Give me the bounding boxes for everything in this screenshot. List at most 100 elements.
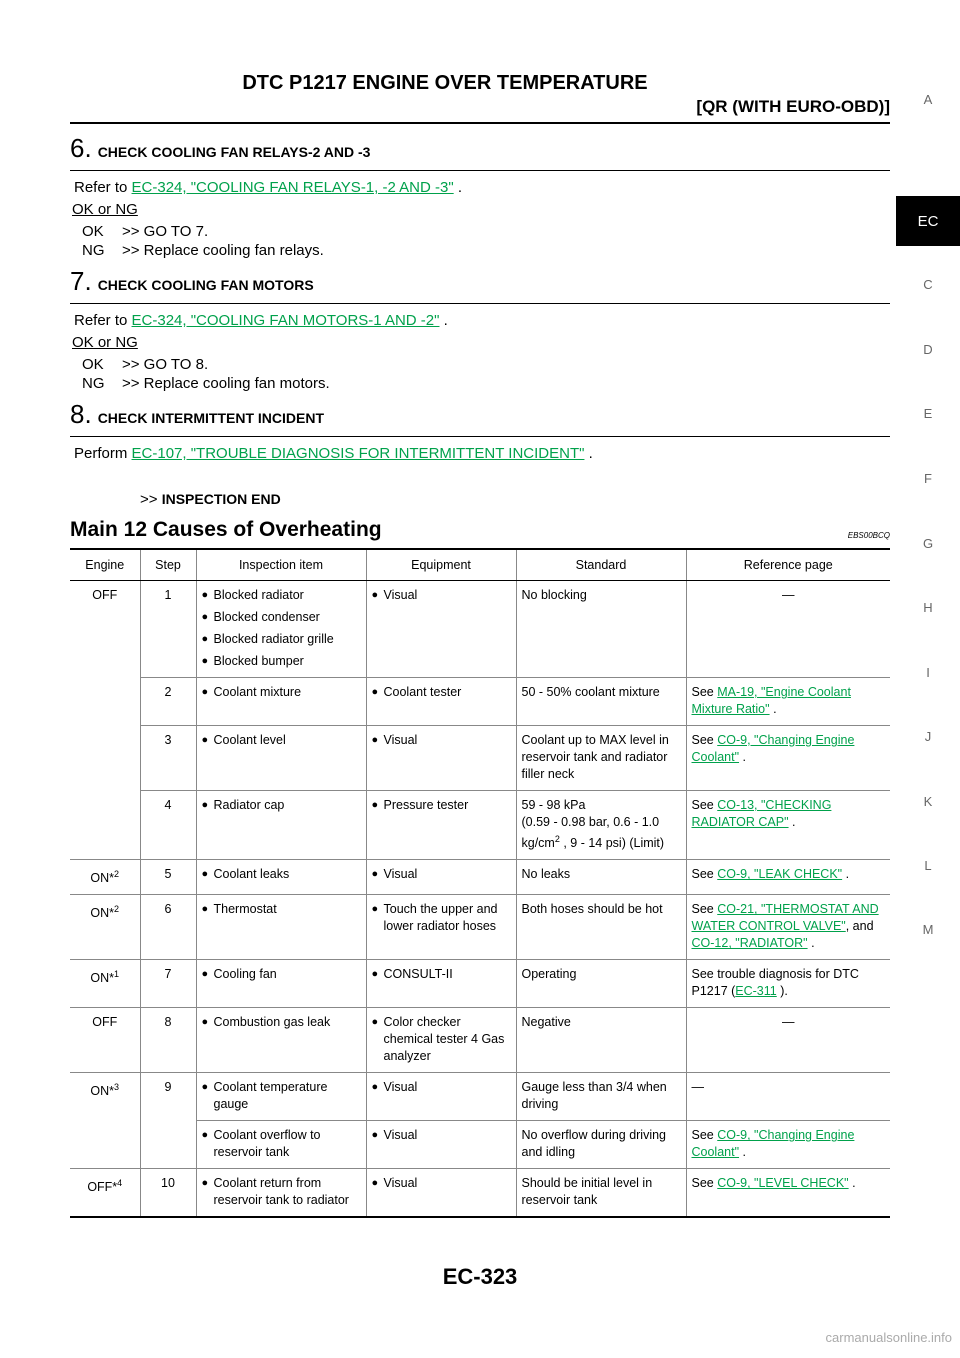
reference-link[interactable]: EC-107, "TROUBLE DIAGNOSIS FOR INTERMITT… — [131, 445, 585, 462]
reference-link[interactable]: MA-19, "Engine Coolant Mixture Ratio" — [691, 685, 851, 716]
index-letter-f[interactable]: F — [924, 471, 932, 486]
step-heading: 7. CHECK COOLING FAN MOTORS — [70, 266, 890, 304]
engine-cell: ON*1 — [70, 959, 140, 1008]
index-letter-e[interactable]: E — [923, 406, 933, 421]
engine-cell: OFF*4 — [70, 1168, 140, 1218]
option-text: >> GO TO 8. — [122, 356, 209, 373]
table-row: 4 ●Radiator cap ●Pressure tester 59 - 98… — [70, 789, 890, 860]
reference-link[interactable]: CO-13, "CHECKING RADIATOR CAP" — [691, 798, 832, 829]
reference-line: Refer to EC-324, "COOLING FAN RELAYS-1, … — [74, 179, 890, 196]
bullet-icon: ● — [371, 1016, 379, 1029]
reference-cell: See CO-13, "CHECKING RADIATOR CAP" . — [685, 789, 890, 860]
equipment-cell: ●Pressure tester — [365, 789, 516, 860]
footnote-mark: 2 — [114, 869, 120, 880]
index-letter-k[interactable]: K — [923, 794, 933, 809]
inspection-item-cell: ● Coolant temperature gauge — [195, 1072, 366, 1121]
watermark: carmanualsonline.info — [825, 1330, 952, 1345]
reference-suffix: . — [845, 867, 850, 882]
inspection-item: Combustion gas leak — [213, 1015, 331, 1030]
reference-prefix: See — [691, 733, 714, 747]
table-row: OFF 1 ●Blocked radiator ●Blocked condens… — [70, 579, 890, 860]
index-tab-active[interactable]: EC — [896, 196, 960, 246]
standard-cell: Negative — [515, 1007, 686, 1073]
standard-cell: No leaks — [515, 859, 686, 895]
index-letter-j[interactable]: J — [924, 729, 932, 744]
standard-cell: Operating — [515, 959, 686, 1008]
step-cell: 4 — [139, 789, 196, 860]
inspection-item: Thermostat — [213, 902, 277, 917]
page-number: EC-323 — [442, 1264, 518, 1289]
reference-prefix: Perform — [74, 445, 128, 462]
bullet-icon: ● — [371, 1081, 379, 1094]
equipment-cell: ● Visual — [365, 1072, 516, 1121]
step-title: CHECK COOLING FAN RELAYS-2 AND -3 — [97, 144, 371, 160]
engine-cell: OFF — [70, 1007, 140, 1073]
table-row: ON*1 7 ●Cooling fan ●CONSULT-II Operatin… — [70, 959, 890, 1008]
index-letter-c[interactable]: C — [923, 277, 933, 292]
reference-link[interactable]: CO-9, "Changing Engine Coolant" — [691, 1128, 855, 1160]
reference-link[interactable]: CO-9, "LEVEL CHECK" — [717, 1176, 849, 1191]
bullet-icon: ● — [371, 903, 379, 916]
standard-cell: Should be initial level in reservoir tan… — [515, 1168, 686, 1218]
option-key: NG — [82, 375, 105, 392]
reference-link[interactable]: EC-324, "COOLING FAN MOTORS-1 AND -2" — [131, 312, 440, 329]
inspection-item-cell: ●Thermostat — [195, 894, 366, 960]
index-letter-g[interactable]: G — [922, 536, 934, 551]
index-letter-m[interactable]: M — [922, 922, 934, 937]
reference-prefix: See — [691, 1176, 714, 1191]
reference-link[interactable]: CO-9, "Changing Engine Coolant" — [691, 733, 855, 764]
column-header: Engine — [70, 549, 140, 581]
index-letter-a[interactable]: A — [923, 92, 933, 107]
bullet-icon: ● — [371, 868, 379, 881]
inspection-end: >> INSPECTION END — [140, 491, 281, 508]
index-letter-d[interactable]: D — [923, 342, 933, 357]
reference-link[interactable]: CO-9, "LEAK CHECK" — [717, 867, 843, 882]
step-7: 7. CHECK COOLING FAN MOTORS Refer to EC-… — [70, 266, 890, 393]
reference-line: Perform EC-107, "TROUBLE DIAGNOSIS FOR I… — [74, 445, 890, 462]
reference-link[interactable]: CO-12, "RADIATOR" — [691, 936, 808, 951]
step-cell: 5 — [139, 859, 196, 895]
standard-line: kg/cm2 , 9 - 14 psi) (Limit) — [522, 831, 681, 852]
table-row: ●Coolant overflow to reservoir tank ●Vis… — [70, 1120, 890, 1169]
reference-cell: See CO-9, "LEAK CHECK" . — [685, 859, 890, 895]
reference-link[interactable]: EC-311 — [735, 984, 777, 999]
footnote-mark: 3 — [114, 1082, 120, 1093]
index-letter-i[interactable]: I — [926, 665, 930, 680]
step-6: 6. CHECK COOLING FAN RELAYS-2 AND -3 Ref… — [70, 133, 890, 260]
equipment: CONSULT-II — [383, 967, 453, 982]
section-title: Main 12 Causes of Overheating — [70, 518, 382, 541]
equipment-cell: ●Color checker chemical tester 4 Gas ana… — [365, 1007, 516, 1073]
column-header: Reference page — [685, 549, 890, 581]
bullet-icon: ● — [201, 968, 209, 981]
reference-cell: — — [685, 1007, 890, 1073]
ng-option: NG>> Replace cooling fan motors. — [82, 374, 890, 393]
equipment-cell: ●Visual — [365, 725, 516, 791]
inspection-item: Blocked radiator grille — [213, 632, 334, 646]
engine-state: ON* — [90, 906, 115, 921]
reference-suffix: . — [792, 815, 796, 829]
table-row: 2 ●Coolant mixture ●Coolant tester 50 - … — [70, 677, 890, 726]
reference-prefix: Refer to — [74, 312, 128, 329]
bullet-icon: ● — [371, 799, 379, 811]
equipment: Visual — [383, 1080, 418, 1095]
standard-cell: Gauge less than 3/4 when driving — [515, 1072, 686, 1121]
reference-joiner: , and — [845, 919, 874, 934]
index-letter-h[interactable]: H — [923, 600, 933, 615]
inspection-item: Coolant temperature gauge — [213, 1080, 328, 1112]
index-letter-l[interactable]: L — [924, 858, 932, 873]
step-8: 8. CHECK INTERMITTENT INCIDENT Perform E… — [70, 399, 890, 462]
reference-cell: See CO-9, "Changing Engine Coolant" . — [685, 1120, 890, 1169]
reference-link[interactable]: EC-324, "COOLING FAN RELAYS-1, -2 AND -3… — [131, 179, 454, 196]
bullet-icon: ● — [201, 1081, 209, 1094]
reference-cell: See trouble diagnosis for DTC P1217 (EC-… — [685, 959, 890, 1008]
inspection-item-cell: ●Coolant level — [195, 725, 366, 791]
bullet-icon: ● — [201, 1129, 209, 1142]
reference-link[interactable]: CO-21, "THERMOSTAT AND WATER CONTROL VAL… — [691, 902, 879, 934]
footnote-mark: 4 — [117, 1178, 123, 1189]
inspection-item: Coolant return from reservoir tank to ra… — [213, 1176, 349, 1208]
reference-cell: See CO-9, "LEVEL CHECK" . — [685, 1168, 890, 1218]
bullet-icon: ● — [201, 589, 209, 601]
standard-cell: Coolant up to MAX level in reservoir tan… — [515, 725, 686, 791]
column-header: Step — [139, 549, 196, 581]
equipment: Touch the upper and lower radiator hoses — [383, 902, 498, 934]
